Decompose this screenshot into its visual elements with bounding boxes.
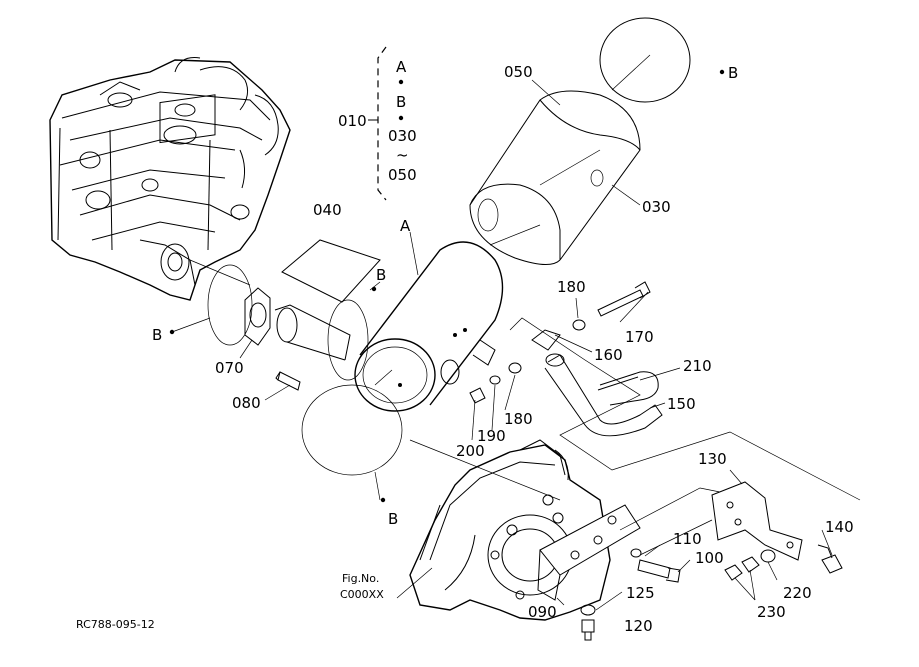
label-050: 050 bbox=[504, 63, 533, 81]
u-bolt-210 bbox=[597, 371, 659, 406]
muffler-body bbox=[354, 241, 504, 412]
label-140: 140 bbox=[825, 518, 854, 536]
washer-125 bbox=[580, 604, 596, 616]
label-ref-b2: B bbox=[376, 266, 386, 284]
group-item-b: B bbox=[396, 93, 406, 111]
leader-lines bbox=[171, 79, 833, 611]
ref-dot-b4 bbox=[380, 497, 386, 503]
fig-caption-line2: C000XX bbox=[340, 588, 384, 601]
guide-line-bracket bbox=[619, 487, 721, 531]
group-item-a: A bbox=[396, 58, 407, 76]
group-item-range-tilde: ~ bbox=[396, 146, 409, 164]
bracket-130 bbox=[711, 481, 803, 561]
label-220: 220 bbox=[783, 584, 812, 602]
group-item-range-end: 050 bbox=[388, 166, 417, 184]
label-ref-b3: B bbox=[152, 326, 162, 344]
label-130: 130 bbox=[698, 450, 727, 468]
label-030: 030 bbox=[642, 198, 671, 216]
nuts-230-washer-220 bbox=[724, 549, 776, 581]
bolt-080 bbox=[275, 371, 301, 391]
label-230: 230 bbox=[757, 603, 786, 621]
label-100: 100 bbox=[695, 549, 724, 567]
label-160: 160 bbox=[594, 346, 623, 364]
gasket-040 bbox=[281, 239, 381, 303]
exhaust-flange-070 bbox=[207, 264, 369, 381]
label-150: 150 bbox=[667, 395, 696, 413]
label-110: 110 bbox=[673, 530, 702, 548]
engine-block-illustration bbox=[49, 57, 291, 301]
guide-line-bracket-lower bbox=[639, 519, 713, 556]
ref-dot-b2 bbox=[371, 286, 377, 292]
bolt-120 bbox=[581, 619, 595, 641]
label-200: 200 bbox=[456, 442, 485, 460]
bolt-100 bbox=[630, 548, 681, 583]
guide-line-pipe bbox=[509, 317, 861, 501]
group-bracket bbox=[368, 46, 404, 201]
label-190: 190 bbox=[477, 427, 506, 445]
label-210: 210 bbox=[683, 357, 712, 375]
heat-shield-cover bbox=[469, 17, 691, 265]
label-090: 090 bbox=[528, 603, 557, 621]
tail-pipe-150 bbox=[544, 353, 663, 437]
label-ref-a: A bbox=[400, 217, 411, 235]
bolt-140 bbox=[817, 544, 843, 574]
label-040: 040 bbox=[313, 201, 342, 219]
fasteners-upper bbox=[469, 281, 651, 404]
bracket-090 bbox=[537, 504, 641, 601]
label-180a: 180 bbox=[557, 278, 586, 296]
label-120: 120 bbox=[624, 617, 653, 635]
label-070: 070 bbox=[215, 359, 244, 377]
ref-dot-b1 bbox=[719, 69, 725, 75]
figure-id: RC788-095-12 bbox=[76, 618, 155, 631]
label-ref-b1: B bbox=[728, 64, 738, 82]
fig-caption-line1: Fig.No. bbox=[342, 572, 379, 585]
ref-dot-b3 bbox=[169, 329, 175, 335]
label-180b: 180 bbox=[504, 410, 533, 428]
group-item-range-start: 030 bbox=[388, 127, 417, 145]
gasket-b-lower bbox=[301, 384, 403, 476]
label-080: 080 bbox=[232, 394, 261, 412]
label-ref-b4: B bbox=[388, 510, 398, 528]
group-part-number: 010 bbox=[338, 112, 367, 130]
label-125: 125 bbox=[626, 584, 655, 602]
label-170: 170 bbox=[625, 328, 654, 346]
